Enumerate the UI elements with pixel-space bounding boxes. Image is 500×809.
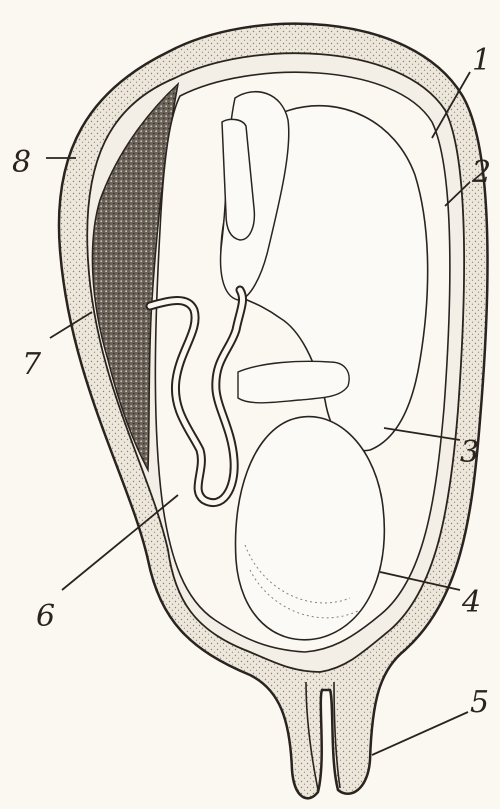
label-4: 4 [461,585,481,620]
label-3: 3 [460,435,479,470]
leader-line-5 [372,712,468,755]
label-6: 6 [36,599,55,634]
label-5: 5 [470,685,489,720]
label-1: 1 [472,43,491,78]
label-7: 7 [22,347,42,382]
fetal-head [235,417,384,640]
label-2: 2 [471,155,491,190]
label-8: 8 [12,145,31,180]
